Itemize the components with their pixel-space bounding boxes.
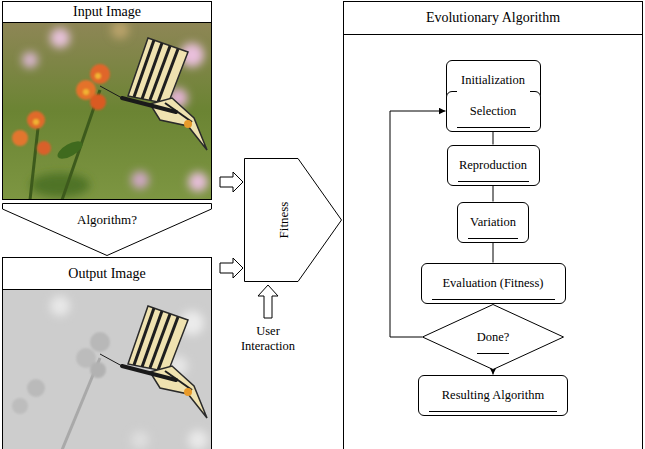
annotation-label: User Interaction: [228, 324, 308, 354]
leaf: [55, 138, 85, 162]
node-label: Reproduction: [458, 149, 529, 182]
shape-outline: [245, 159, 342, 282]
flower: [37, 141, 51, 155]
butterfly: [100, 306, 207, 418]
blur-blob: [188, 172, 208, 192]
flower-center: [83, 89, 89, 95]
shape-outline: [3, 204, 212, 256]
photo-background: [3, 290, 211, 449]
butterfly: [100, 38, 207, 150]
image-panel: Input Image: [2, 1, 212, 200]
grey-flower: [12, 398, 28, 414]
output-photo: [3, 290, 211, 449]
node-label: Done?: [477, 321, 510, 354]
photo-background: [3, 22, 211, 200]
flower: [27, 111, 45, 129]
flower-center: [33, 119, 39, 125]
decision-diamond: Done?: [422, 304, 564, 370]
blur-blob: [131, 431, 149, 449]
node-label: Selection: [457, 95, 530, 128]
process-box: Reproduction: [447, 145, 540, 186]
process-box: Evaluation (Fitness): [421, 263, 566, 304]
flow-line: [493, 186, 494, 202]
fitness-arrow: Fitness: [244, 158, 342, 282]
block-arrow: [220, 172, 243, 192]
panel-title: Output Image: [3, 258, 211, 290]
grey-blur: [50, 296, 208, 449]
node-label: Fitness: [276, 202, 292, 239]
blur-blob: [188, 430, 208, 449]
algorithm-panel: InitializationSelectionReproductionVaria…: [343, 1, 643, 449]
blur-blob: [22, 52, 38, 68]
flow-line: [493, 132, 494, 145]
panel-title: Evolutionary Algorithm: [344, 2, 642, 35]
node-label: Algorithm?: [77, 212, 137, 228]
shape-outline: [423, 305, 564, 370]
shape-outline: [244, 158, 342, 282]
flower-center: [95, 73, 101, 79]
grey-flower: [27, 379, 45, 397]
flow-line: [493, 370, 494, 375]
grey-flowers: [12, 332, 110, 414]
blur-blob: [50, 28, 70, 48]
input-photo: [3, 22, 211, 200]
blur-blob: [131, 171, 149, 189]
grey-flower: [90, 362, 106, 378]
process-box: Resulting Algorithm: [418, 375, 568, 416]
panel-title: Input Image: [3, 2, 211, 23]
process-box: Selection: [446, 91, 541, 132]
shape-outline: [2, 203, 212, 256]
flower: [90, 94, 106, 110]
blur-blob: [30, 173, 90, 197]
image-panel: Output Image: [2, 257, 212, 449]
node-label: Variation: [468, 206, 518, 239]
blurred-flowers: [22, 22, 208, 197]
node-label: Evaluation (Fitness): [432, 267, 555, 300]
node-label: Initialization: [457, 64, 530, 97]
algorithm-arrow: Algorithm?: [2, 203, 212, 256]
node-label: Resulting Algorithm: [429, 379, 557, 412]
block-arrow: [220, 258, 243, 278]
flower-stem: [30, 128, 38, 200]
flower: [90, 64, 110, 84]
process-box: Variation: [457, 202, 529, 243]
flower: [12, 130, 28, 146]
flow-line: [493, 243, 494, 263]
user-arrow: [258, 285, 278, 318]
blur-blob: [111, 22, 129, 39]
orange-flowers: [12, 64, 110, 155]
grey-flower: [90, 332, 110, 352]
blur-blob: [50, 296, 70, 316]
